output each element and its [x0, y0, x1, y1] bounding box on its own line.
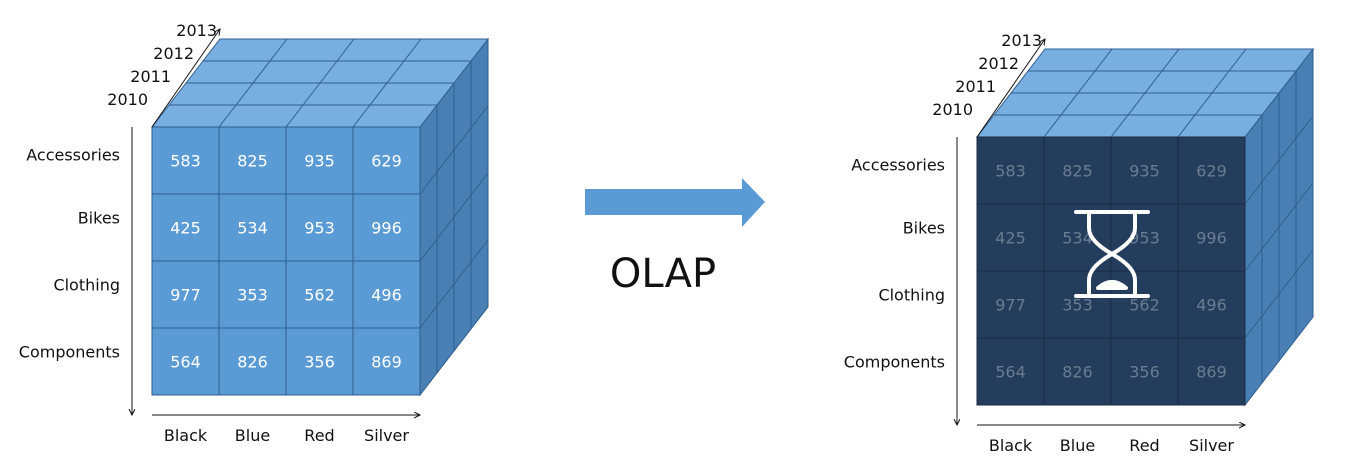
axis-arrow [151, 29, 220, 128]
cell-value: 935 [304, 152, 335, 171]
grid-line [1244, 182, 1314, 272]
cube-cell [1177, 203, 1246, 272]
cell-value: 583 [170, 152, 201, 171]
processing-cube: 583 825 935 629 425 534 953 996 977 353 562 496 564 8… [844, 31, 1315, 455]
cube-cell [151, 327, 220, 396]
cell-value: 629 [1196, 162, 1227, 181]
cube-cell [1177, 136, 1246, 205]
cell-value: 496 [371, 286, 402, 305]
year-label: 2010 [932, 100, 973, 119]
cube-cell [1043, 270, 1112, 339]
cell-value: 562 [1129, 296, 1160, 315]
cell-value: 996 [371, 219, 402, 238]
color-label: Blue [1060, 436, 1095, 455]
grid-line [419, 172, 489, 262]
cell-value: 996 [1196, 229, 1227, 248]
cube-cell [218, 327, 287, 396]
color-label: Red [1129, 436, 1159, 455]
category-label: Components [844, 353, 945, 372]
cell-value: 825 [237, 152, 268, 171]
axis-arrow [976, 39, 1045, 138]
cube-cell [1177, 270, 1246, 339]
year-label: 2012 [153, 44, 194, 63]
color-label: Black [989, 436, 1033, 455]
cube-cell [976, 136, 1045, 205]
cell-value: 977 [170, 286, 201, 305]
category-label: Bikes [78, 209, 120, 228]
cell-value: 826 [237, 353, 268, 372]
cell-value: 534 [237, 219, 268, 238]
cube-cell [1110, 270, 1179, 339]
color-label: Black [164, 426, 208, 445]
diagram-title: OLAP [610, 251, 716, 297]
cell-value: 356 [304, 353, 335, 372]
cell-value: 425 [995, 229, 1026, 248]
arrow-right-icon [585, 178, 765, 227]
cell-value: 534 [1062, 229, 1093, 248]
cell-value: 953 [1129, 229, 1160, 248]
cell-value: 825 [1062, 162, 1093, 181]
cell-value: 353 [237, 286, 268, 305]
cell-value: 869 [1196, 363, 1227, 382]
year-label: 2013 [1001, 31, 1042, 50]
cube-cell [352, 260, 421, 329]
cell-value: 564 [995, 363, 1026, 382]
cube-cell [976, 337, 1045, 406]
cube-cell [285, 327, 354, 396]
cell-value: 953 [304, 219, 335, 238]
cube-cell [218, 193, 287, 262]
cell-value: 496 [1196, 296, 1227, 315]
category-label: Clothing [53, 276, 120, 295]
cube-cell [976, 203, 1045, 272]
cell-value: 977 [995, 296, 1026, 315]
cell-value: 425 [170, 219, 201, 238]
category-label: Accessories [851, 156, 945, 175]
grid-line [352, 38, 422, 128]
grid-line [419, 239, 489, 329]
cube-cell [218, 126, 287, 195]
cell-value: 564 [170, 353, 201, 372]
year-label: 2013 [176, 21, 217, 40]
year-label: 2011 [955, 77, 996, 96]
cube-cell [1110, 337, 1179, 406]
cube-cell [1043, 136, 1112, 205]
grid-line [1177, 48, 1247, 138]
source-cube: 583 825 935 629 425 534 953 996 977 353 562 496 564 8… [19, 21, 490, 445]
year-label: 2010 [107, 90, 148, 109]
grid-line [1244, 249, 1314, 339]
cube-cell [352, 193, 421, 262]
color-label: Red [304, 426, 334, 445]
hourglass-icon [1074, 210, 1150, 298]
cell-value: 356 [1129, 363, 1160, 382]
cube-cell [1177, 337, 1246, 406]
cell-value: 353 [1062, 296, 1093, 315]
cell-value: 629 [371, 152, 402, 171]
category-label: Clothing [878, 286, 945, 305]
year-label: 2011 [130, 67, 171, 86]
category-label: Bikes [903, 219, 945, 238]
cell-value: 826 [1062, 363, 1093, 382]
category-label: Accessories [26, 146, 120, 165]
color-label: Silver [1189, 436, 1234, 455]
cube-cell [1043, 337, 1112, 406]
cube-cell [352, 126, 421, 195]
color-label: Silver [364, 426, 409, 445]
cell-value: 869 [371, 353, 402, 372]
category-label: Components [19, 343, 120, 362]
cube-cell [352, 327, 421, 396]
cell-value: 562 [304, 286, 335, 305]
cell-value: 935 [1129, 162, 1160, 181]
cube-cell [218, 260, 287, 329]
color-label: Blue [235, 426, 270, 445]
year-label: 2012 [978, 54, 1019, 73]
cell-value: 583 [995, 162, 1026, 181]
